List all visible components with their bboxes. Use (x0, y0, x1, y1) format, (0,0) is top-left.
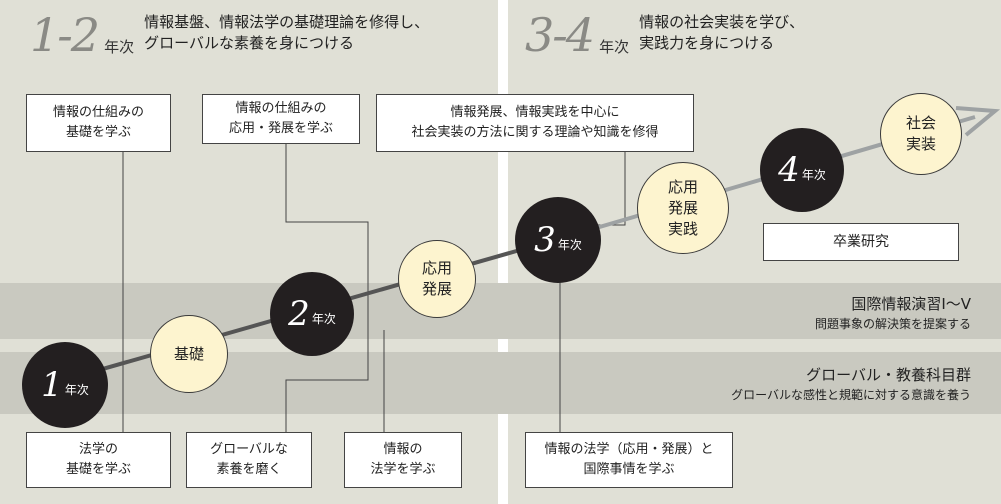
node-basics: 基礎 (150, 315, 228, 393)
arrow-head-icon (955, 106, 1001, 137)
node-social-implementation: 社会 実装 (880, 93, 962, 175)
year-label: 3 年次 (534, 223, 582, 257)
connector-line (285, 144, 369, 432)
heading-years-1-2: 1-2 年次 情報基盤、情報法学の基礎理論を修得し、 グローバルな素養を身につけ… (30, 12, 429, 58)
box-info-basics: 情報の仕組みの 基礎を学ぶ (26, 94, 171, 152)
node-applied-practice: 応用 発展 実践 (637, 162, 729, 254)
year-unit: 年次 (311, 312, 336, 326)
box-graduation-research: 卒業研究 (763, 223, 959, 261)
global-liberal-subtitle: グローバルな感性と規範に対する意識を養う (731, 388, 971, 402)
heading-description: 情報の社会実装を学び、 実践力を身につける (639, 13, 805, 52)
heading-description: 情報基盤、情報法学の基礎理論を修得し、 グローバルな素養を身につける (144, 13, 430, 52)
heading-number: 1-2 (30, 8, 100, 62)
year-unit: 年次 (557, 238, 582, 252)
intl-seminar-title: 国際情報演習Ⅰ〜Ⅴ (851, 295, 971, 313)
heading-year-word: 年次 (104, 38, 135, 56)
node-year-4: 4 年次 (760, 128, 844, 212)
global-liberal-text: グローバル・教養科目群 グローバルな感性と規範に対する意識を養う (731, 364, 971, 403)
year-number: 3 (534, 220, 556, 260)
intl-seminar-subtitle: 問題事象の解決策を提案する (814, 317, 971, 331)
node-year-3: 3 年次 (515, 197, 601, 283)
year-unit: 年次 (801, 168, 826, 182)
year-number: 1 (41, 365, 63, 405)
year-unit: 年次 (64, 383, 89, 397)
year-label: 2 年次 (288, 297, 336, 331)
box-info-advanced: 情報の仕組みの 応用・発展を学ぶ (202, 94, 360, 144)
node-year-2: 2 年次 (270, 272, 354, 356)
heading-number: 3-4 (525, 8, 595, 62)
heading-years-3-4: 3-4 年次 情報の社会実装を学び、 実践力を身につける (525, 12, 804, 58)
year-label: 4 年次 (778, 153, 826, 187)
box-info-law: 情報の 法学を学ぶ (344, 432, 462, 488)
year-number: 2 (288, 294, 310, 334)
node-year-1: 1 年次 (22, 342, 108, 428)
heading-year-word: 年次 (599, 38, 630, 56)
year-number: 4 (778, 150, 800, 190)
box-social-implementation: 情報発展、情報実践を中心に 社会実装の方法に関する理論や知識を修得 (376, 94, 694, 152)
box-global-literacy: グローバルな 素養を磨く (186, 432, 312, 488)
box-law-basics: 法学の 基礎を学ぶ (26, 432, 171, 488)
node-applied-development: 応用 発展 (398, 240, 476, 318)
intl-seminar-text: 国際情報演習Ⅰ〜Ⅴ 問題事象の解決策を提案する (815, 293, 971, 332)
year-label: 1 年次 (41, 368, 89, 402)
box-applied-law-intl: 情報の法学（応用・発展）と 国際事情を学ぶ (525, 432, 733, 488)
global-liberal-title: グローバル・教養科目群 (806, 366, 971, 384)
